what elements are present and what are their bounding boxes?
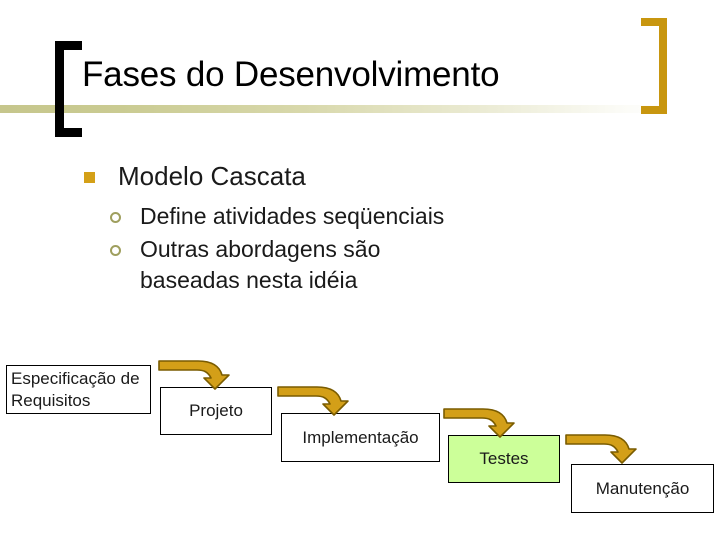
bullet-level1-item: Modelo Cascata: [84, 160, 604, 192]
bullet-level1-label: Modelo Cascata: [118, 161, 306, 191]
bullet-level2-label: Outras abordagens são baseadas nesta idé…: [140, 236, 381, 293]
arrow-testes-to-manutencao-icon: [565, 434, 637, 467]
phase-box-especificacao-de-requisitos[interactable]: Especificação de Requisitos: [6, 365, 151, 414]
bullet-list: Modelo Cascata Define atividades seqüenc…: [84, 160, 604, 298]
left-bracket-decoration: [55, 41, 82, 137]
phase-label: Projeto: [189, 401, 243, 421]
phase-label: Implementação: [302, 427, 419, 447]
square-bullet-icon: [84, 172, 95, 183]
phase-box-implementacao[interactable]: Implementação: [281, 413, 440, 462]
title-underline-rule: [0, 105, 672, 113]
phase-box-testes[interactable]: Testes: [448, 435, 560, 483]
arrow-implementacao-to-testes-icon: [443, 408, 515, 441]
circle-bullet-icon: [110, 212, 121, 223]
bullet-level2-list: Define atividades seqüenciais Outras abo…: [110, 201, 604, 296]
phase-label: Manutenção: [595, 478, 690, 498]
list-item: Define atividades seqüenciais: [110, 201, 604, 232]
phase-label: Especificação de Requisitos: [11, 368, 140, 410]
phase-box-projeto[interactable]: Projeto: [160, 387, 272, 435]
phase-box-manutencao[interactable]: Manutenção: [571, 464, 714, 513]
page-title: Fases do Desenvolvimento: [82, 55, 500, 94]
phase-label: Testes: [479, 449, 529, 469]
arrow-projeto-to-implementacao-icon: [277, 386, 349, 419]
circle-bullet-icon: [110, 245, 121, 256]
bullet-level2-label: Define atividades seqüenciais: [140, 203, 445, 229]
right-bracket-decoration: [641, 18, 667, 114]
list-item: Outras abordagens são baseadas nesta idé…: [110, 234, 604, 296]
arrow-requisitos-to-projeto-icon: [158, 360, 230, 393]
